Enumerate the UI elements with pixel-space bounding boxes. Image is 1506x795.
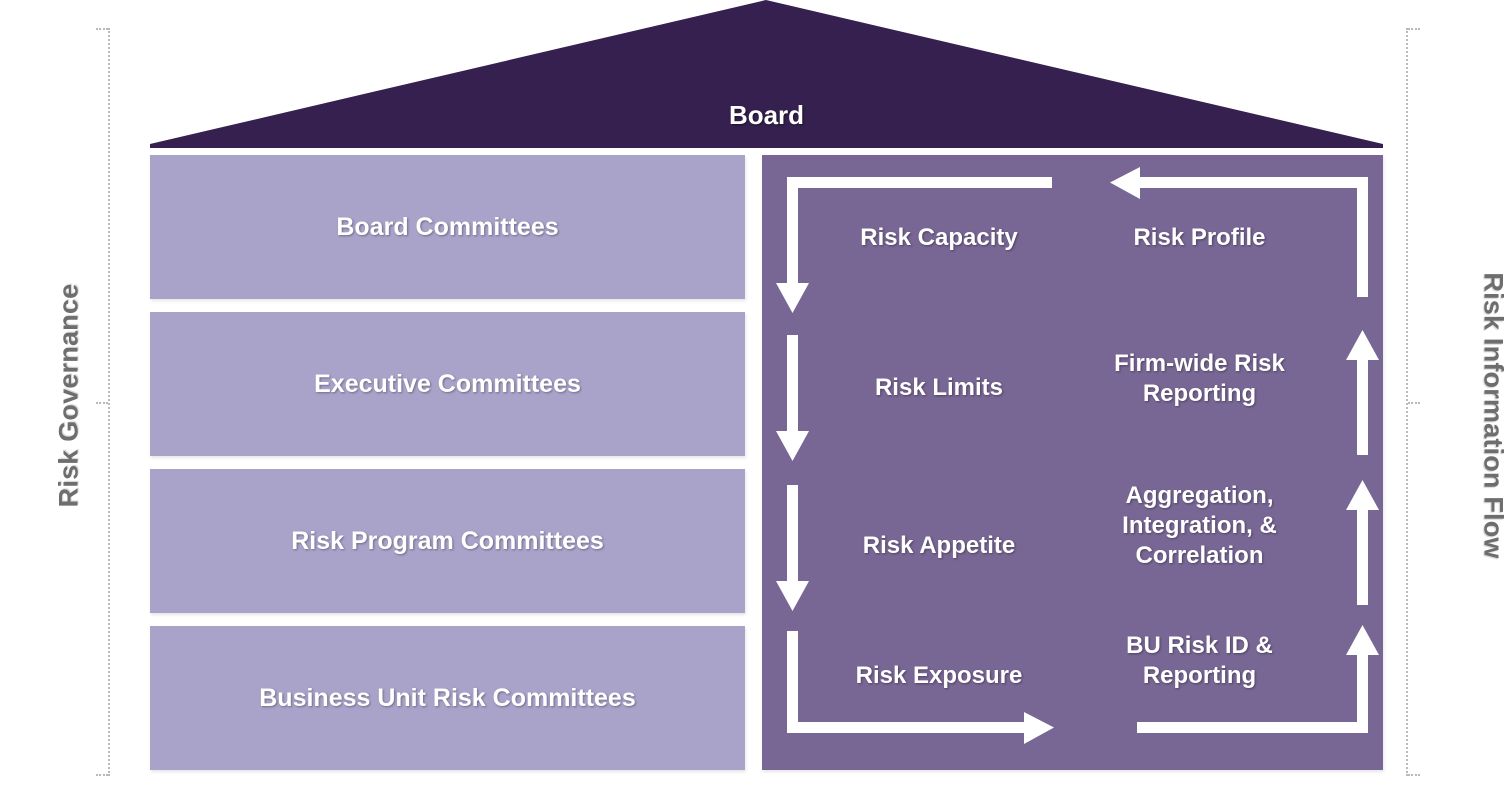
arrow-aggregation-integration-correlation-icon [1346,480,1379,605]
governance-box-board-committees[interactable]: Board Committees [150,155,745,299]
roof-triangle-icon [150,0,1383,148]
left-bracket-stem [108,28,110,776]
right-bracket-stem [1406,28,1408,776]
governance-box-label: Business Unit Risk Committees [259,683,636,712]
risk-information-flow-panel: Risk Capacity Risk Limits Risk Appetite … [762,155,1383,770]
governance-box-label: Executive Committees [314,369,581,398]
arrow-firm-wide-risk-reporting-icon [1346,330,1379,455]
left-bracket-tick-middle [96,402,108,404]
right-bracket-tick-top [1408,28,1420,30]
arrow-bu-risk-id-reporting-icon [1137,625,1379,733]
right-bracket [1406,28,1420,776]
arrow-risk-limits-icon [776,335,809,461]
governance-box-label: Board Committees [336,212,559,241]
arrow-risk-exposure-icon [787,631,1054,744]
right-bracket-tick-middle [1408,402,1420,404]
risk-governance-axis-label: Risk Governance [53,283,84,508]
roof-board-shape: Board [150,0,1383,148]
arrow-risk-profile-icon [1110,167,1368,297]
governance-box-label: Risk Program Committees [291,526,604,555]
left-bracket-tick-bottom [96,774,108,776]
risk-information-flow-axis-label: Risk Information Flow [1478,272,1506,559]
flow-arrows-group [776,167,1379,744]
left-bracket-tick-top [96,28,108,30]
right-bracket-tick-bottom [1408,774,1420,776]
arrow-risk-appetite-icon [776,485,809,611]
arrow-risk-capacity-icon [776,177,1052,313]
governance-box-business-unit-risk-committees[interactable]: Business Unit Risk Committees [150,626,745,770]
left-bracket [96,28,110,776]
governance-column: Board Committees Executive Committees Ri… [150,155,745,770]
governance-box-executive-committees[interactable]: Executive Committees [150,312,745,456]
governance-box-risk-program-committees[interactable]: Risk Program Committees [150,469,745,613]
